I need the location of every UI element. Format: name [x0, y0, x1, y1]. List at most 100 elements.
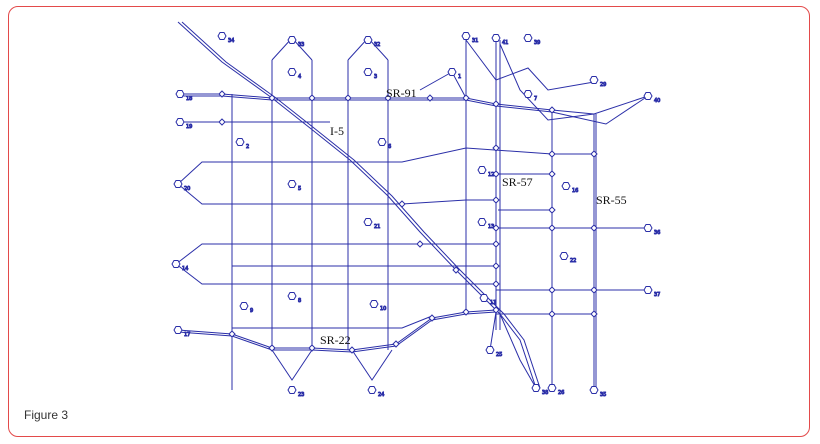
- intersection-node: [492, 170, 500, 178]
- zone-node: [171, 260, 181, 268]
- zone-node: [287, 386, 297, 394]
- intersection-node: [462, 94, 470, 102]
- zone-node: [173, 326, 183, 334]
- zone-label: 10: [380, 306, 386, 312]
- intersection-node: [548, 106, 556, 114]
- zone-node: [363, 218, 373, 226]
- zone-node: [643, 286, 653, 294]
- zone-node: [485, 346, 495, 354]
- intersection-node: [590, 310, 598, 318]
- zone-node: [377, 138, 387, 146]
- intersection-node: [590, 150, 598, 158]
- zone-node: [559, 252, 569, 260]
- conn-40b: [551, 95, 649, 125]
- conn-38: [499, 313, 537, 389]
- zone-node: [175, 118, 185, 126]
- zone-node: [561, 182, 571, 190]
- intersection-node: [428, 314, 436, 322]
- zone-label: 4: [298, 74, 301, 80]
- zone-label: 31: [472, 38, 478, 44]
- zone-label: 20: [184, 186, 190, 192]
- zone-label: 22: [570, 258, 576, 264]
- zone-node: [447, 68, 457, 76]
- intersection-node: [492, 196, 500, 204]
- zone-label: 8: [298, 298, 301, 304]
- zone-node: [235, 138, 245, 146]
- zone-label: 11: [490, 300, 496, 306]
- intersection-node: [218, 90, 226, 98]
- zone-node: [369, 300, 379, 308]
- intersection-node: [398, 200, 406, 208]
- zone-node: [217, 32, 227, 40]
- zone-label: 24: [378, 392, 384, 398]
- zone-node: [523, 90, 533, 98]
- zone-label: 17: [184, 332, 190, 338]
- sr91-mainline-2: [180, 95, 553, 113]
- zone-label: 7: [534, 96, 537, 102]
- zone-node: [643, 224, 653, 232]
- zone-label: 36: [654, 230, 660, 236]
- intersection-node: [590, 224, 598, 232]
- label-i5: I-5: [330, 124, 344, 138]
- zone-label: 3: [374, 74, 377, 80]
- figure-caption: Figure 3: [24, 408, 69, 422]
- zone-node: [589, 386, 599, 394]
- arterial-20-south: [177, 183, 498, 205]
- zone-label: 2: [246, 144, 249, 150]
- zone-label: 37: [654, 292, 660, 298]
- intersection-node: [268, 94, 276, 102]
- intersection-node: [492, 144, 500, 152]
- zone-node: [363, 68, 373, 76]
- intersection-node: [384, 94, 392, 102]
- intersection-node: [548, 286, 556, 294]
- intersection-node: [452, 266, 460, 274]
- intersection-node: [344, 94, 352, 102]
- intersection-node: [492, 280, 500, 288]
- conn-29: [465, 39, 595, 91]
- network-links: [175, 21, 649, 390]
- arterial-22-north: [232, 315, 433, 329]
- zone-node: [363, 36, 373, 44]
- i5-mainline: [177, 21, 537, 389]
- arterial-20-north: [177, 147, 594, 185]
- zone-label: 23: [298, 392, 304, 398]
- i5-mainline-2: [181, 21, 541, 389]
- zone-label: 29: [600, 82, 606, 88]
- intersection-node: [218, 118, 226, 126]
- zone-label: 18: [186, 96, 192, 102]
- zone-label: 12: [488, 172, 494, 178]
- conn-25: [489, 311, 497, 351]
- label-sr57: SR-57: [502, 175, 533, 189]
- zone-node: [531, 384, 541, 392]
- zone-label: 5: [298, 186, 301, 192]
- hex-23: [271, 349, 313, 381]
- intersection-node: [492, 240, 500, 248]
- zone-node: [173, 180, 183, 188]
- hex-24: [351, 349, 393, 381]
- arterial-14-south: [175, 263, 496, 285]
- intersection-node: [416, 240, 424, 248]
- intersection-node: [492, 262, 500, 270]
- zone-label: 35: [600, 392, 606, 398]
- zone-label: 33: [298, 42, 304, 48]
- intersection-node: [462, 308, 470, 316]
- label-sr55: SR-55: [596, 193, 627, 207]
- zone-node: [461, 32, 471, 40]
- zone-label: 38: [542, 390, 548, 396]
- zone-label: 19: [186, 124, 192, 130]
- intersection-node: [492, 100, 500, 108]
- arterial-14-north: [175, 243, 496, 265]
- intersection-node: [548, 150, 556, 158]
- label-sr22: SR-22: [320, 333, 351, 347]
- zone-node: [477, 166, 487, 174]
- intersection-node: [548, 170, 556, 178]
- zone-node: [287, 36, 297, 44]
- zone-label: 41: [502, 40, 508, 46]
- zone-label: 6: [388, 144, 391, 150]
- intersection-node: [228, 330, 236, 338]
- intersection-node: [308, 344, 316, 352]
- zone-node: [175, 90, 185, 98]
- intersection-node: [426, 94, 434, 102]
- intersection-node: [308, 94, 316, 102]
